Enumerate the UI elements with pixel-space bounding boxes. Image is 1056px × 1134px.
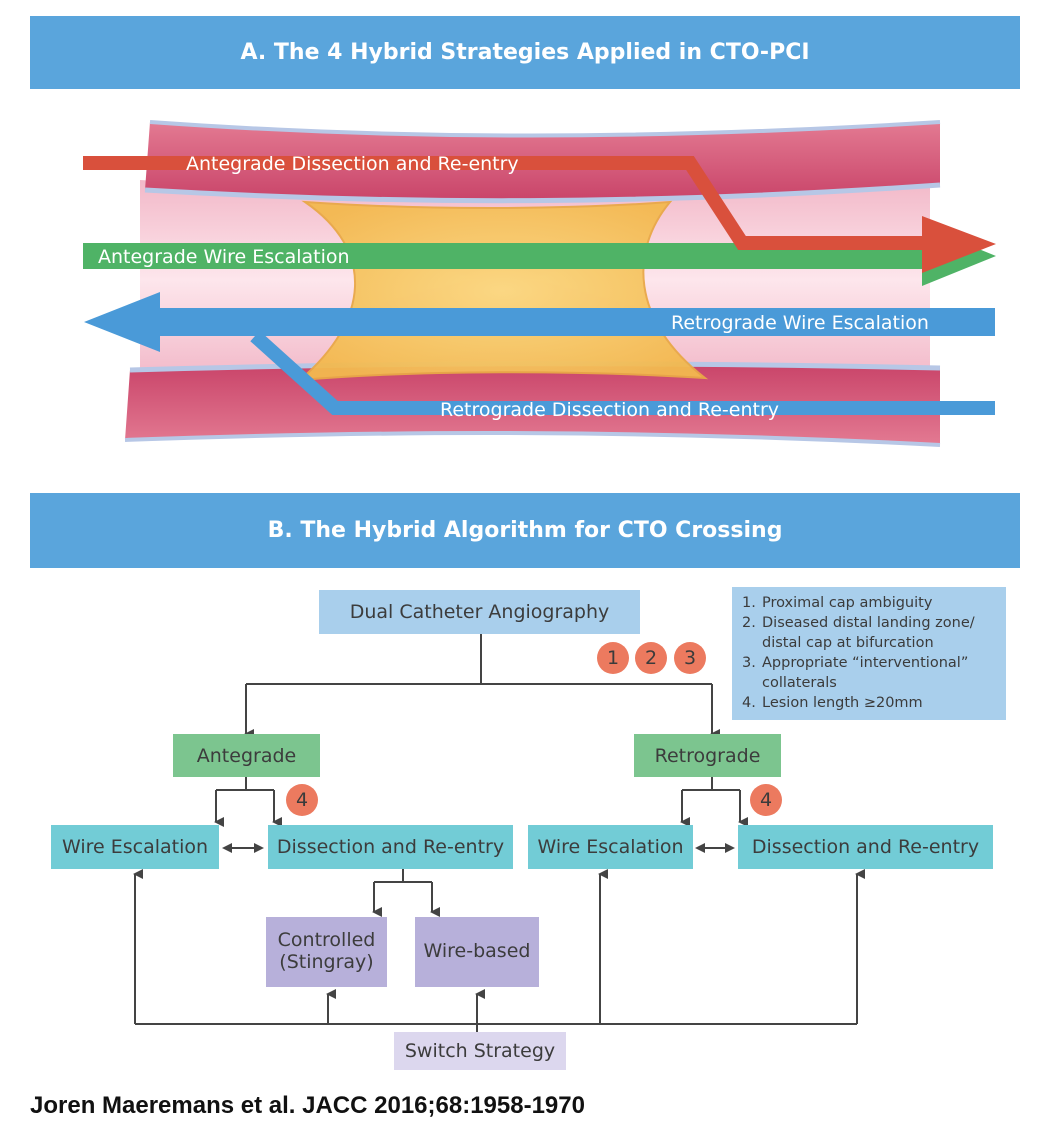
label-retrograde-wire-escalation: Retrograde Wire Escalation <box>671 312 929 334</box>
retrograde-dissection-box: Dissection and Re-entry <box>738 825 993 869</box>
badge-4-retrograde: 4 <box>750 784 782 816</box>
retrograde-wire-escalation-arrow <box>84 292 995 352</box>
note-2: 2.Diseased distal landing zone/ distal c… <box>742 615 975 651</box>
dual-catheter-angiography-box: Dual Catheter Angiography <box>319 590 640 634</box>
badge-3: 3 <box>674 642 706 674</box>
retrograde-wire-escalation-box: Wire Escalation <box>528 825 693 869</box>
antegrade-box: Antegrade <box>173 734 320 777</box>
label-antegrade-dissection: Antegrade Dissection and Re-entry <box>186 153 519 175</box>
criteria-notes: 1.Proximal cap ambiguity 2.Diseased dist… <box>732 587 1006 720</box>
label-retrograde-dissection: Retrograde Dissection and Re-entry <box>440 399 779 421</box>
controlled-label: Controlled <box>277 929 376 952</box>
note-1: 1.Proximal cap ambiguity <box>742 595 933 611</box>
badge-4-antegrade: 4 <box>286 784 318 816</box>
note-4: 4.Lesion length ≥20mm <box>742 695 923 711</box>
badge-2: 2 <box>635 642 667 674</box>
retrograde-dissection-arrow <box>250 330 995 415</box>
citation: Joren Maeremans et al. JACC 2016;68:1958… <box>30 1092 585 1119</box>
vessel-illustration: Antegrade Dissection and Re-entry Antegr… <box>83 120 996 447</box>
switch-strategy-box: Switch Strategy <box>394 1032 566 1070</box>
stingray-label: (Stingray) <box>279 951 374 973</box>
controlled-stingray-box: Controlled (Stingray) <box>266 917 387 987</box>
wire-based-box: Wire-based <box>415 917 539 987</box>
antegrade-dissection-arrow <box>83 156 996 273</box>
antegrade-wire-escalation-box: Wire Escalation <box>51 825 219 869</box>
panel-a-title: A. The 4 Hybrid Strategies Applied in CT… <box>30 16 1020 89</box>
retrograde-box: Retrograde <box>634 734 781 777</box>
panel-b-title: B. The Hybrid Algorithm for CTO Crossing <box>30 493 1020 568</box>
note-3: 3.Appropriate “interventional” collatera… <box>742 655 969 691</box>
label-antegrade-wire-escalation: Antegrade Wire Escalation <box>98 246 350 268</box>
badge-1: 1 <box>597 642 629 674</box>
antegrade-dissection-box: Dissection and Re-entry <box>268 825 513 869</box>
